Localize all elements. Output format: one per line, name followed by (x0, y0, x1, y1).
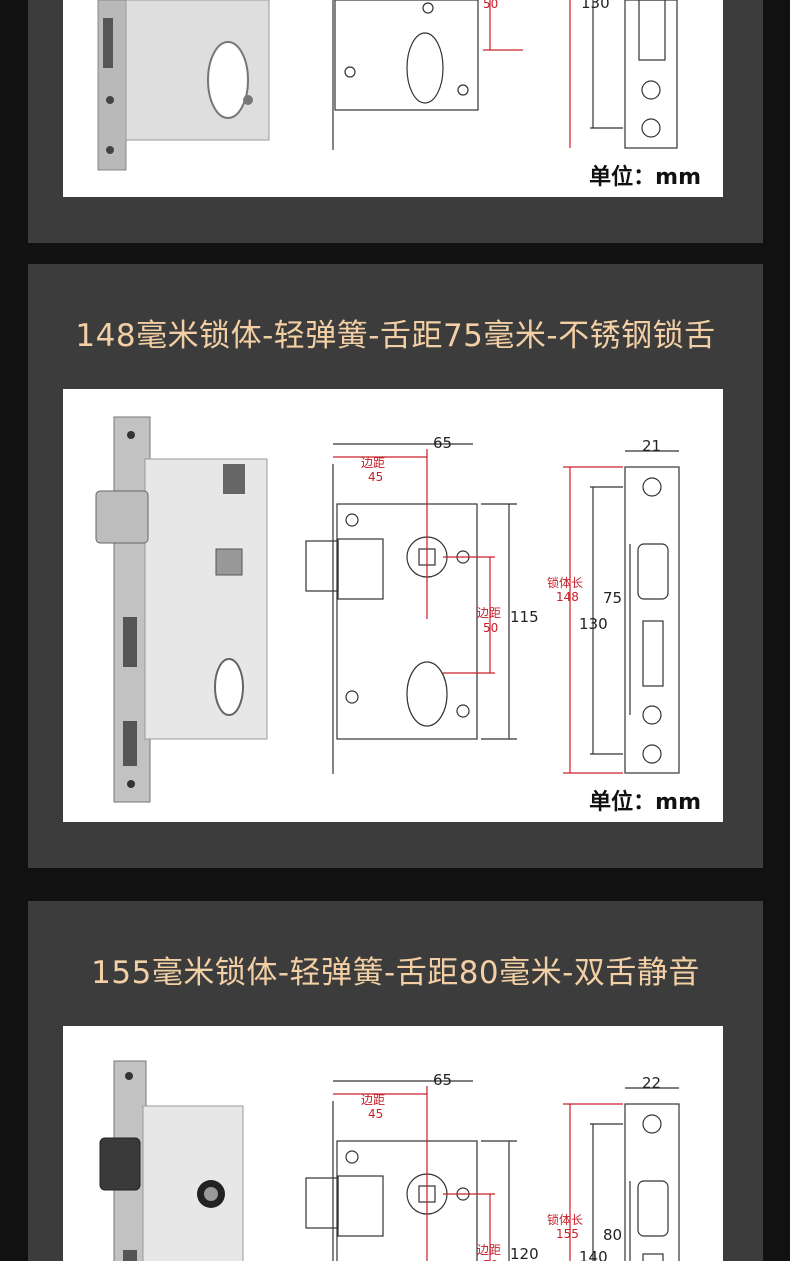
section-title-3: 155毫米锁体-轻弹簧-舌距80毫米-双舌静音 (91, 955, 700, 991)
spec-card-2: 65 边距 45 边距 50 115 (63, 389, 723, 822)
height-value-3: 120 (510, 1245, 539, 1261)
product-panel-1: 50 130 单位：mm (28, 0, 763, 243)
backset-value-3: 45 (368, 1107, 383, 1121)
backset-label-2: 边距 (361, 456, 385, 470)
depth-value-3: 65 (433, 1071, 452, 1089)
faceplate-outline-3 (590, 1087, 680, 1261)
product-panel-3: 155毫米锁体-轻弹簧-舌距80毫米-双舌静音 (28, 901, 763, 1261)
body-label-3: 锁体长 (547, 1212, 583, 1227)
bolt-value-3: 50 (483, 1258, 498, 1261)
backset-value-1: 50 (483, 0, 498, 11)
lock-photo-3 (99, 1060, 244, 1261)
width-value-1: 130 (581, 0, 610, 12)
lock-photo-2 (95, 416, 268, 803)
spacing-value-2: 75 (603, 589, 622, 607)
thickness-value-3: 22 (642, 1074, 661, 1092)
unit-label-2: 单位：mm (589, 790, 701, 815)
depth-value-2: 65 (433, 434, 452, 452)
spec-card-3: 65 边距 45 边距 50 120 22 锁体长 1 (63, 1026, 723, 1261)
lock-diagram-1: 50 130 (97, 0, 678, 171)
faceplate-outline-1 (569, 0, 678, 149)
spacing-value-3: 80 (603, 1226, 622, 1244)
height-value-2: 115 (510, 608, 539, 626)
product-panel-2: 148毫米锁体-轻弹簧-舌距75毫米-不锈钢锁舌 (28, 264, 763, 868)
bolt-label-2: 边距 (477, 606, 501, 620)
lock-diagram-2: 65 边距 45 边距 50 115 (95, 416, 680, 803)
section-title-2: 148毫米锁体-轻弹簧-舌距75毫米-不锈钢锁舌 (75, 318, 716, 354)
lock-diagram-3: 65 边距 45 边距 50 120 22 锁体长 1 (99, 1060, 680, 1261)
lock-photo-1 (97, 0, 270, 171)
backset-value-2: 45 (368, 470, 383, 484)
lock-outline-3 (305, 1080, 517, 1261)
lock-outline-1 (332, 0, 523, 150)
thickness-value-2: 21 (642, 437, 661, 455)
width-value-3: 140 (579, 1248, 608, 1261)
bolt-value-2: 50 (483, 621, 498, 635)
red-dimensions-3 (333, 1086, 495, 1261)
bolt-label-3: 边距 (477, 1243, 501, 1257)
body-value-3: 155 (556, 1227, 579, 1241)
red-dimensions-2 (333, 449, 495, 674)
body-label-2: 锁体长 (547, 575, 583, 590)
faceplate-outline-2 (590, 450, 680, 774)
body-value-2: 148 (556, 590, 579, 604)
unit-label-1: 单位：mm (589, 165, 701, 190)
spec-card-1: 50 130 单位：mm (63, 0, 723, 197)
backset-label-3: 边距 (361, 1093, 385, 1107)
width-value-2: 130 (579, 615, 608, 633)
